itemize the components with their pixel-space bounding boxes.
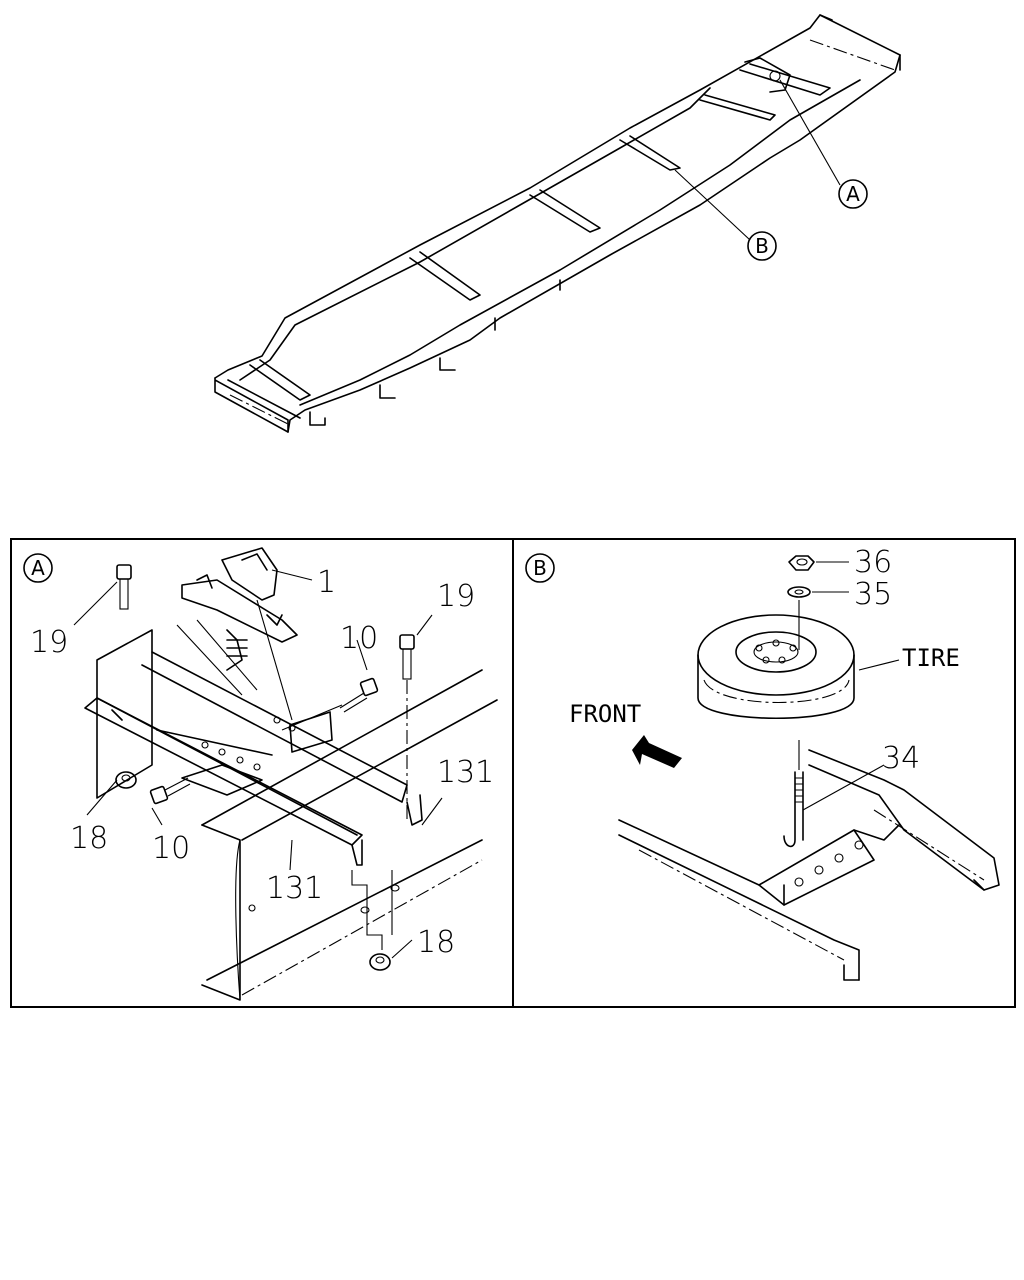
nut-36	[788, 555, 815, 571]
label-18-left: 18	[70, 821, 108, 856]
assembly-lines	[351, 870, 393, 950]
label-1: 1	[317, 565, 336, 600]
label-19-right: 19	[437, 579, 475, 614]
callout-a-text: A	[846, 182, 860, 206]
callout-a[interactable]: A	[838, 179, 868, 209]
panel-a-tag-text: A	[31, 556, 45, 580]
plate-lower	[181, 764, 263, 796]
chassis-frame-outline	[214, 14, 901, 433]
leader-line-a	[779, 79, 841, 186]
label-18-lower: 18	[417, 925, 455, 960]
bolt-10-upper	[281, 677, 379, 731]
washer-35	[787, 586, 811, 598]
label-10-upper: 10	[340, 621, 378, 656]
bolt-19-right	[399, 634, 415, 820]
carrier-bracket-1	[176, 547, 298, 721]
label-131-right: 131	[437, 755, 494, 790]
nut-18-left	[115, 771, 137, 789]
panel-b-tag: B	[525, 553, 555, 583]
spare-tire	[697, 600, 900, 719]
panel-b-tag-text: B	[533, 556, 547, 580]
panel-a-drawing: A	[23, 547, 498, 1001]
hook-bolt-34	[783, 740, 885, 848]
bolt-10-lower	[149, 777, 191, 805]
plate-mid	[289, 711, 333, 753]
front-arrow-icon	[632, 735, 682, 768]
bolt-19-left	[116, 564, 132, 610]
plate-left	[96, 629, 153, 799]
label-35: 35	[854, 577, 892, 612]
frame-rail-b	[618, 749, 1000, 981]
label-front: FRONT	[569, 700, 641, 728]
panel-a-tag: A	[23, 553, 53, 583]
label-34: 34	[882, 741, 920, 776]
frame-rail-a	[201, 669, 498, 1001]
label-10-lower: 10	[152, 831, 190, 866]
label-tire: TIRE	[902, 644, 960, 672]
leader-line-b	[674, 169, 751, 241]
nut-18-lower	[369, 953, 391, 971]
callout-b[interactable]: B	[747, 231, 777, 261]
chassis-frame-diagram: A B	[214, 14, 901, 433]
label-131-lower: 131	[266, 871, 323, 906]
detail-panel-a: A	[10, 538, 514, 1008]
detail-panel-b: B	[512, 538, 1016, 1008]
panel-b-drawing: B	[525, 545, 1000, 981]
label-36: 36	[854, 545, 892, 580]
label-19-left: 19	[30, 625, 68, 660]
callout-b-text: B	[755, 234, 769, 258]
